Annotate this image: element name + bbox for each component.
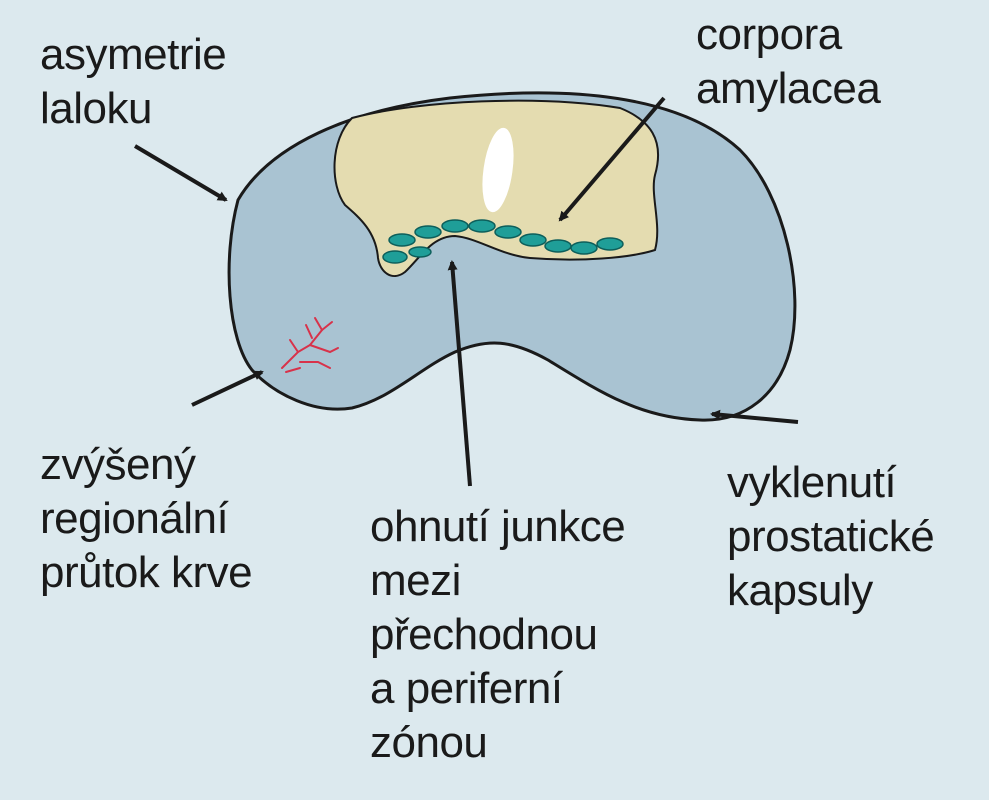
label-line: mezi: [370, 556, 461, 605]
label-line: zónou: [370, 718, 488, 767]
label-line: ohnutí junkce: [370, 502, 626, 551]
label-line: laloku: [40, 84, 152, 133]
arrow-junction-bend: [447, 260, 472, 487]
label-blood-flow: zvýšený regionální průtok krve: [40, 438, 253, 600]
label-line: přechodnou: [370, 610, 598, 659]
label-lobe-asymmetry: asymetrie laloku: [40, 28, 227, 136]
label-line: kapsuly: [727, 566, 873, 615]
label-line: zvýšený: [40, 440, 196, 489]
label-junction-bend: ohnutí junkce mezi přechodnou a perifern…: [370, 500, 626, 770]
arrow-corpora-amylacea: [558, 96, 666, 222]
label-line: regionální: [40, 494, 229, 543]
label-line: amylacea: [696, 64, 881, 113]
label-line: corpora: [696, 10, 842, 59]
arrow-capsule-bulge: [710, 409, 799, 424]
arrow-lobe-asymmetry: [133, 144, 228, 202]
label-corpora-amylacea: corpora amylacea: [696, 8, 881, 116]
urethra: [482, 127, 514, 213]
corpora-amylacea-chain: [382, 219, 624, 264]
blood-vessels: [281, 317, 339, 373]
label-line: asymetrie: [40, 30, 227, 79]
label-line: a periferní: [370, 664, 563, 713]
label-capsule-bulge: vyklenutí prostatické kapsuly: [727, 456, 935, 618]
label-line: prostatické: [727, 512, 935, 561]
label-line: průtok krve: [40, 548, 253, 597]
arrow-blood-flow: [191, 370, 264, 407]
label-line: vyklenutí: [727, 458, 897, 507]
